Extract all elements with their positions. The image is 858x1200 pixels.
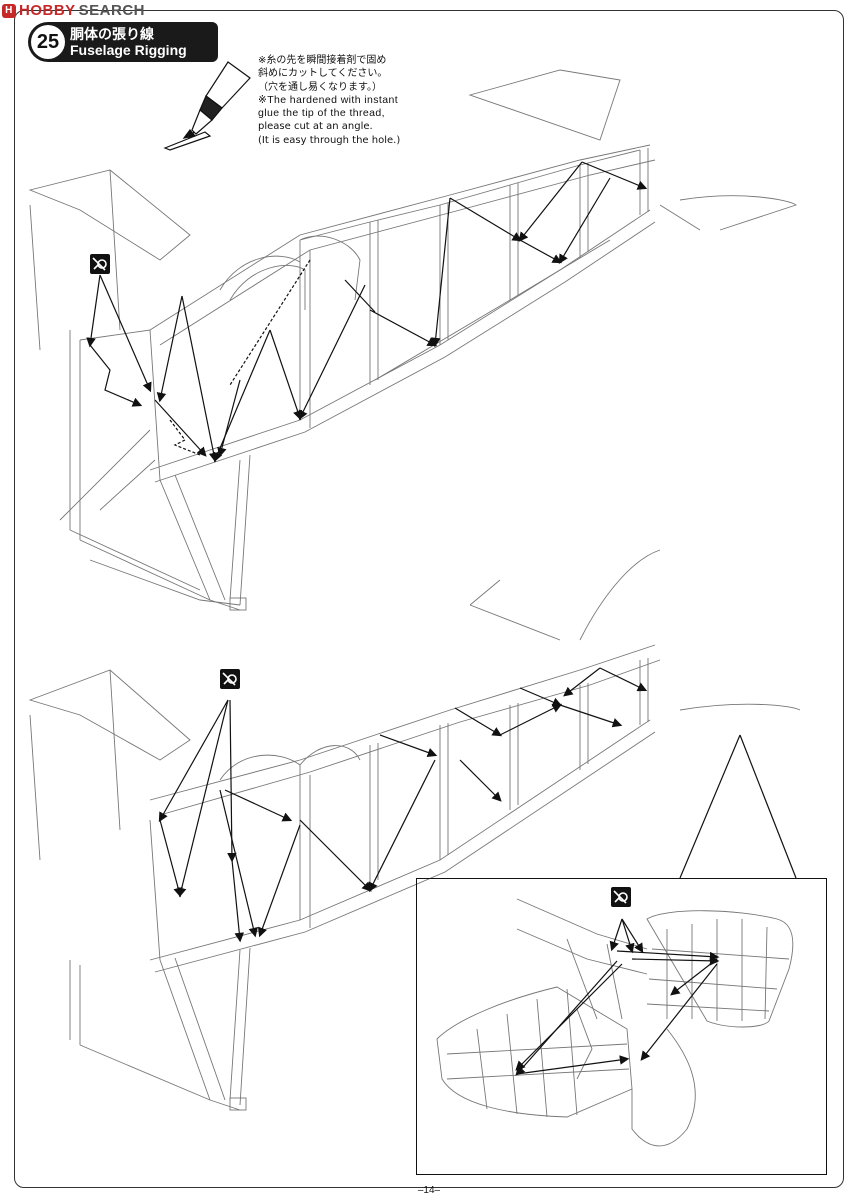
note-en-line-1: ※The hardened with instant [258,93,399,106]
upper-fuselage [28,69,797,611]
note-ja-line-1: ※糸の先を瞬間接着剤で固め [258,55,387,66]
inset-callout-lines [679,734,797,879]
watermark: H HOBBY SEARCH [2,2,145,19]
watermark-text-search: SEARCH [78,2,146,19]
note-en-line-3: please cut at an angle. [258,121,373,133]
note-en-line-2: glue the tip of the thread, [258,107,385,120]
upper-rigging-wires [86,161,648,463]
note-ja-line-2: 斜めにカットしてください。 [258,68,388,80]
tail-rigging-inset [416,878,827,1175]
page-frame [14,10,844,1188]
step-title-en: Fuselage Rigging [70,42,187,58]
watermark-text-hobby: HOBBY [19,2,76,19]
cut-thread-icon [90,254,110,274]
note-en-line-4: (It is easy through the hole.) [258,134,401,146]
cut-thread-icon [220,669,240,689]
step-number: 25 [31,25,65,59]
cut-thread-icon [611,887,631,907]
step-title-ja: 胴体の張り線 [70,27,154,43]
page-number: –14– [417,1185,441,1196]
step-header: 25 胴体の張り線 Fuselage Rigging [28,22,218,62]
note-ja-line-3: （穴を通し易くなります。） [258,81,382,93]
lower-rigging-wires [158,667,648,943]
tail-rigging-inset-drawing [436,898,794,1147]
thread-tip-note: ※糸の先を瞬間接着剤で固め 斜めにカットしてください。 （穴を通し易くなります。… [258,54,448,147]
watermark-logo-icon: H [2,3,16,18]
